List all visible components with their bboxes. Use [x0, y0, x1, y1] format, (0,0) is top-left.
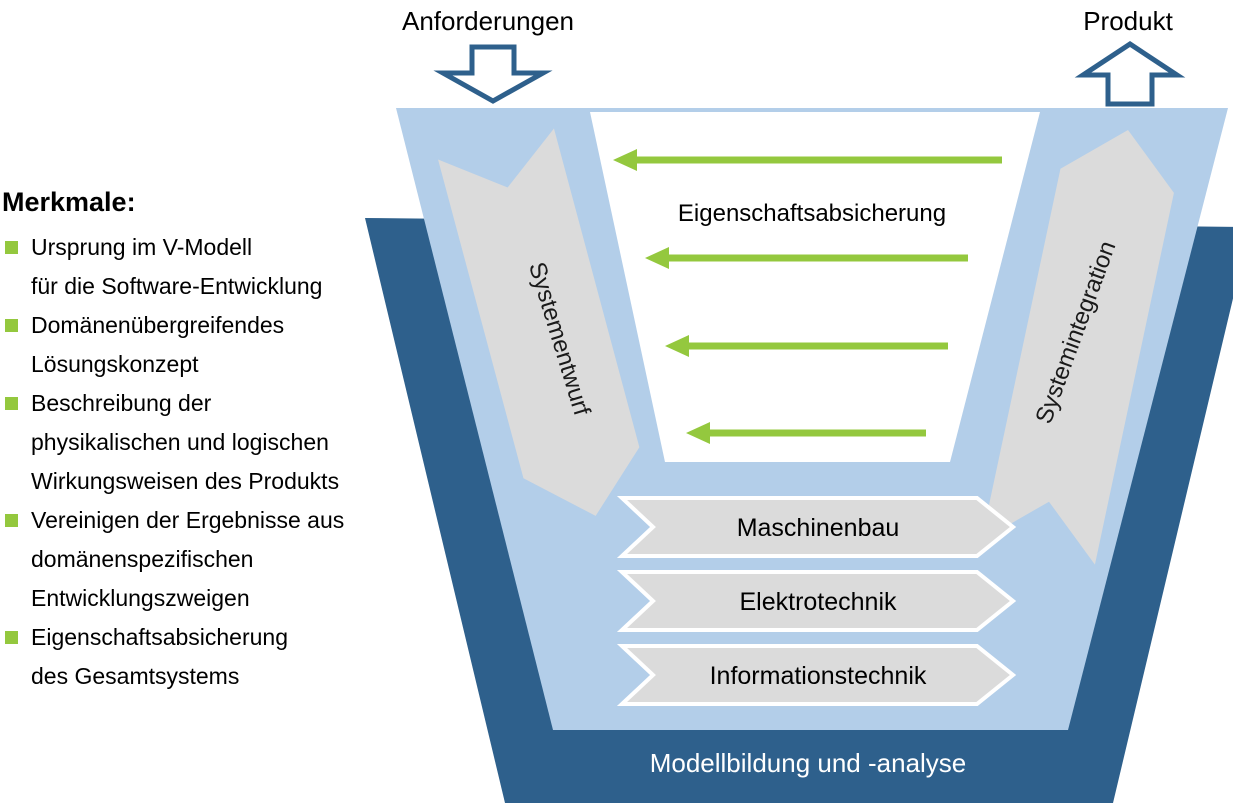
merkmale-panel: Merkmale: Ursprung im V-Modell für die S…: [0, 186, 400, 696]
list-item: Ursprung im V-Modell für die Software-En…: [0, 228, 400, 306]
systementwurf-arrow-shape: [438, 128, 640, 516]
systementwurf-arrow: [438, 128, 640, 516]
bullet-square-icon: [5, 631, 18, 644]
list-item-line: domänenspezifischen: [31, 546, 254, 572]
input-down-arrow-icon: [433, 44, 553, 104]
bullet-square-icon: [5, 241, 18, 254]
list-item-line: für die Software-Entwicklung: [31, 273, 323, 299]
output-up-arrow-icon: [1074, 41, 1186, 107]
bottom-band-label: Modellbildung und -analyse: [650, 748, 967, 778]
input-label: Anforderungen: [402, 6, 574, 36]
list-item: Domänenübergreifendes Lösungskonzept: [0, 306, 400, 384]
list-item-line: Ursprung im V-Modell: [31, 234, 253, 260]
domain-label-elektrotechnik: Elektrotechnik: [739, 588, 897, 616]
feedback-label: Eigenschaftsabsicherung: [678, 200, 946, 227]
domain-arrow-elektrotechnik: [616, 570, 1017, 632]
domain-label-informationstechnik: Informationstechnik: [710, 662, 927, 690]
feedback-arrow-1: [613, 149, 1002, 171]
list-item-line: physikalischen und logischen: [31, 429, 329, 455]
list-item-line: des Gesamtsystems: [31, 663, 240, 689]
list-item: Eigenschaftsabsicherung des Gesamtsystem…: [0, 618, 400, 696]
systemintegration-arrow-shape: [981, 130, 1174, 565]
list-item-line: Lösungskonzept: [31, 351, 199, 377]
bullet-square-icon: [5, 319, 18, 332]
bullet-square-icon: [5, 514, 18, 527]
list-item-line: Eigenschaftsabsicherung: [31, 624, 288, 650]
v-interior: [590, 112, 1040, 462]
output-label: Produkt: [1083, 6, 1173, 36]
list-item-line: Entwicklungszweigen: [31, 585, 250, 611]
domain-label-maschinenbau: Maschinenbau: [737, 514, 900, 542]
bullet-square-icon: [5, 397, 18, 410]
list-item-line: Beschreibung der: [31, 390, 212, 416]
systemintegration-arrow: [981, 130, 1174, 565]
list-item-line: Domänenübergreifendes: [31, 312, 285, 338]
feedback-arrow-2: [645, 247, 968, 269]
merkmale-title: Merkmale:: [2, 187, 136, 217]
list-item-line: Vereinigen der Ergebnisse aus: [31, 507, 345, 533]
list-item: Beschreibung der physikalischen und logi…: [0, 384, 400, 501]
domain-arrow-maschinenbau: [616, 496, 1017, 558]
feedback-arrow-3: [665, 335, 948, 357]
list-item: Vereinigen der Ergebnisse aus domänenspe…: [0, 501, 400, 618]
list-item-line: Wirkungsweisen des Produkts: [31, 468, 340, 494]
feedback-arrow-4: [686, 422, 926, 444]
domain-arrow-informationstechnik: [616, 644, 1017, 706]
